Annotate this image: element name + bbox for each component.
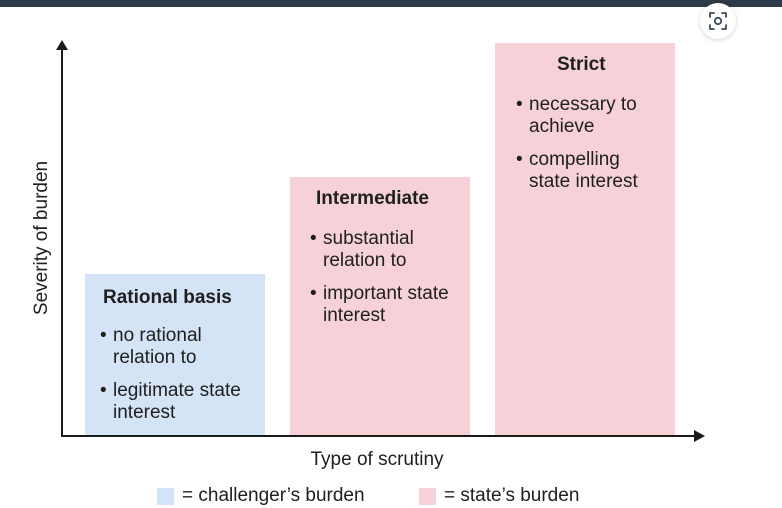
legend-label: = challenger’s burden [182,485,365,506]
intermediate-bullet-2: •important state interest [310,283,460,327]
bullet-text: substantial relation to [323,228,414,271]
intermediate-bullet-1: •substantial relation to [310,228,460,272]
legend-challenger: = challenger’s burden [157,485,365,507]
y-axis-arrow [56,40,68,50]
bullet-text: compelling state interest [529,149,638,192]
strict-box [495,43,675,435]
strict-title: Strict [557,54,606,75]
x-axis-arrow [694,430,705,442]
rational-basis-box [85,274,265,435]
rational-basis-title: Rational basis [103,287,232,308]
bullet-text: necessary to achieve [529,94,637,137]
y-axis-label: Severity of burden [31,160,52,316]
lens-search-button[interactable] [700,3,736,39]
x-axis-label: Type of scrutiny [310,449,444,470]
y-axis [61,48,63,437]
lens-search-icon [709,12,727,30]
legend-swatch-blue [157,487,174,505]
legend-state: = state’s burden [419,485,579,507]
bullet-text: no rational relation to [113,325,202,368]
top-bar [0,0,782,7]
legend-swatch-pink [419,487,436,505]
strict-bullet-1: •necessary to achieve [516,94,666,138]
strict-bullet-2: •compelling state interest [516,149,666,193]
bullet-text: important state interest [323,283,449,326]
x-axis [61,435,695,437]
intermediate-box [290,177,470,435]
intermediate-title: Intermediate [316,188,429,209]
legend-label: = state’s burden [444,485,580,506]
bullet-text: legitimate state interest [113,380,241,423]
rational-basis-bullet-1: •no rational relation to [100,325,260,369]
rational-basis-bullet-2: •legitimate state interest [100,380,260,424]
